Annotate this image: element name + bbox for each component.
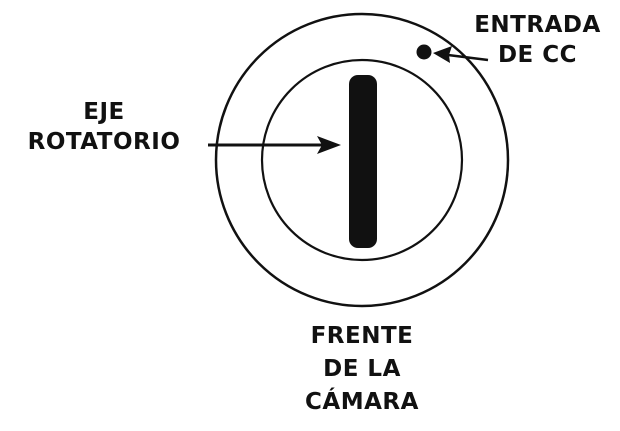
rotating-shaft-label-line-1: EJE — [83, 99, 125, 125]
dc-input-port — [416, 44, 432, 60]
dc-input-label: ENTRADA DE CC — [455, 10, 620, 70]
dc-input-label-line-2: DE CC — [497, 42, 578, 68]
dc-input-arrow — [433, 46, 489, 63]
shaft-arrow — [208, 136, 341, 154]
rotating-shaft-bar — [349, 75, 377, 248]
rotating-shaft-label: EJE ROTATORIO — [4, 97, 204, 157]
camera-front-label-line-2: DE LA — [323, 356, 401, 382]
dc-input-label-line-1: ENTRADA — [474, 12, 601, 38]
inner-rotating-disc — [260, 58, 464, 262]
outer-housing-circle — [214, 12, 510, 308]
camera-front-label-line-1: FRENTE — [310, 323, 414, 349]
camera-front-label-line-3: CÁMARA — [305, 389, 419, 415]
camera-front-label: FRENTE DE LA CÁMARA — [262, 320, 462, 419]
rotating-shaft-label-line-2: ROTATORIO — [27, 129, 181, 155]
